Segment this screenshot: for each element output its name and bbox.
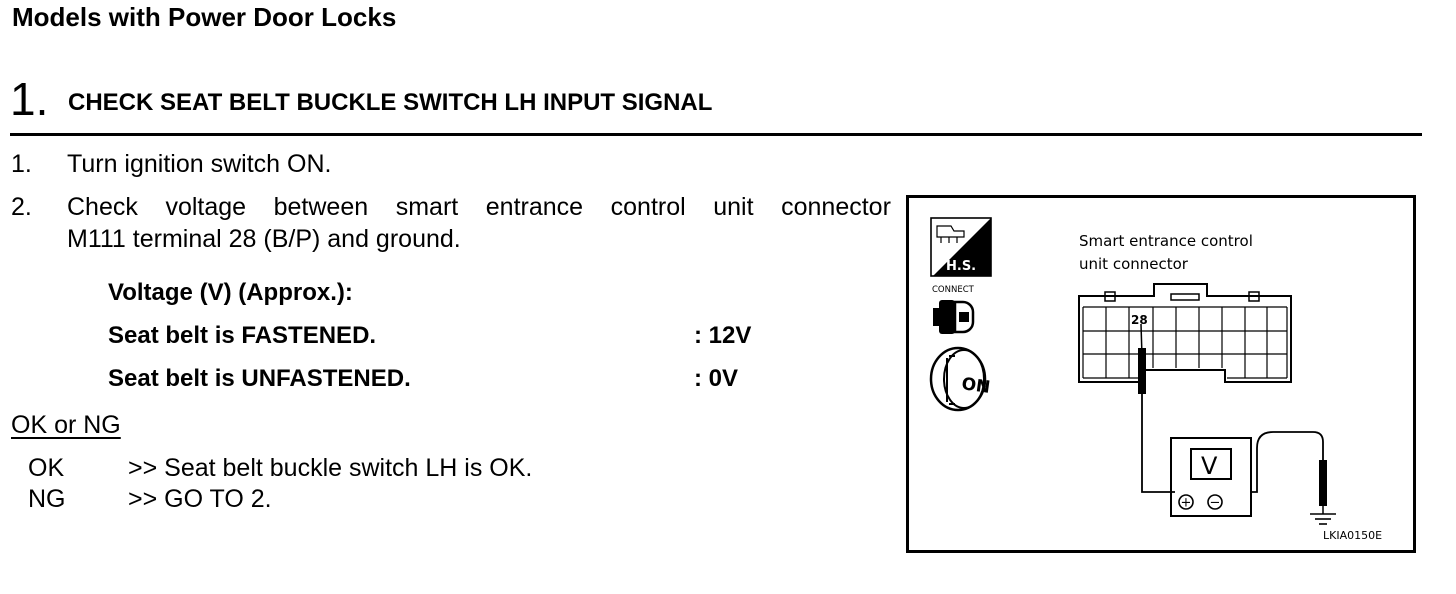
connect-icon [933, 300, 975, 334]
plus-terminal: + [1181, 496, 1192, 511]
harness-icon [930, 217, 992, 277]
result-key: OK [28, 454, 65, 482]
step-title: CHECK SEAT BELT BUCKLE SWITCH LH INPUT S… [68, 89, 713, 116]
word: Check [67, 193, 138, 221]
spec-heading: Voltage (V) (Approx.): [108, 279, 353, 306]
word: entrance [485, 193, 584, 221]
connector-label-line1: Smart entrance control [1079, 232, 1253, 250]
spec-row-label: Seat belt is UNFASTENED. [108, 365, 411, 392]
result-text: >> GO TO 2. [128, 485, 272, 513]
ignition-on-label: ON [960, 374, 991, 398]
minus-terminal: − [1210, 496, 1221, 511]
word: smart [395, 193, 459, 221]
section-title: Models with Power Door Locks [12, 2, 397, 32]
instruction-1-text: Turn ignition switch ON. [67, 150, 332, 178]
result-text: >> Seat belt buckle switch LH is OK. [128, 454, 533, 482]
connector-body [1078, 283, 1292, 383]
wiring-diagram: H.S. CONNECT ON Smart entrance control u… [929, 217, 1382, 542]
instruction-2-line1: Check voltage between smart entrance con… [67, 193, 891, 222]
connect-label: CONNECT [932, 285, 975, 295]
hs-label: H.S. [946, 259, 976, 274]
figure-code: LKIA0150E [1323, 529, 1382, 542]
terminal-label: 28 [1131, 313, 1148, 327]
word: control [610, 193, 686, 221]
result-key: NG [28, 485, 66, 513]
spec-row-value: : 12V [694, 322, 752, 349]
voltmeter [1138, 323, 1327, 517]
word: between [273, 193, 369, 221]
title-divider [10, 133, 1422, 136]
spec-row-label: Seat belt is FASTENED. [108, 322, 377, 349]
spec-row-value: : 0V [694, 365, 739, 392]
meter-label: V [1201, 452, 1218, 480]
word: connector [781, 193, 891, 221]
connector-label-line2: unit connector [1079, 255, 1189, 273]
diagram-frame: H.S. CONNECT ON Smart entrance control u… [906, 195, 1416, 553]
instruction-1-number: 1. [11, 150, 32, 178]
word: voltage [165, 193, 247, 221]
ignition-key-icon [929, 346, 987, 412]
instruction-2-number: 2. [11, 193, 32, 221]
ground-icon [1310, 513, 1336, 525]
word: unit [713, 193, 754, 221]
ok-or-ng-label: OK or NG [11, 411, 121, 439]
step-number: 1. [10, 73, 49, 125]
instruction-2-line2: M111 terminal 28 (B/P) and ground. [67, 225, 461, 253]
